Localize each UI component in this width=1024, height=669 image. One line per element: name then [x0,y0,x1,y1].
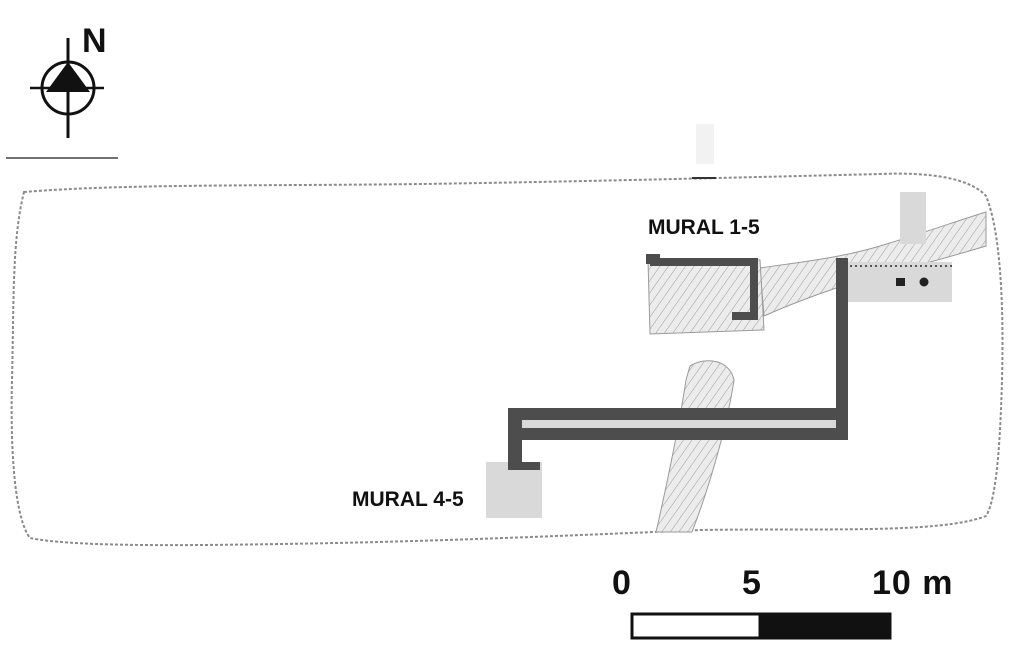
north-arrow-icon [30,38,104,138]
trench-corridor [508,258,848,470]
scale-label-0: 0 [612,564,632,602]
hatched-zone-mural-1 [647,259,765,335]
scale-bar-segment-white [630,612,762,640]
boundary-marker [692,124,716,179]
site-boundary-outline [10,172,1004,547]
post-mark-1 [896,278,905,286]
scale-label-5: 5 [742,564,762,602]
trench-mural-1 [646,254,758,320]
mural-1-label: MURAL 1-5 [648,216,760,239]
north-label: N [82,22,107,60]
mural-2-label: MURAL 4-5 [352,488,464,511]
scale-bar-segment-black [758,612,892,640]
scale-label-10m: 10 m [872,564,954,602]
scale-bar [630,612,892,640]
hatched-zone-diagonal [655,360,735,533]
post-mark-2 [919,277,929,287]
shaded-block-mural-2 [486,462,542,518]
shaded-block-north [900,192,926,244]
